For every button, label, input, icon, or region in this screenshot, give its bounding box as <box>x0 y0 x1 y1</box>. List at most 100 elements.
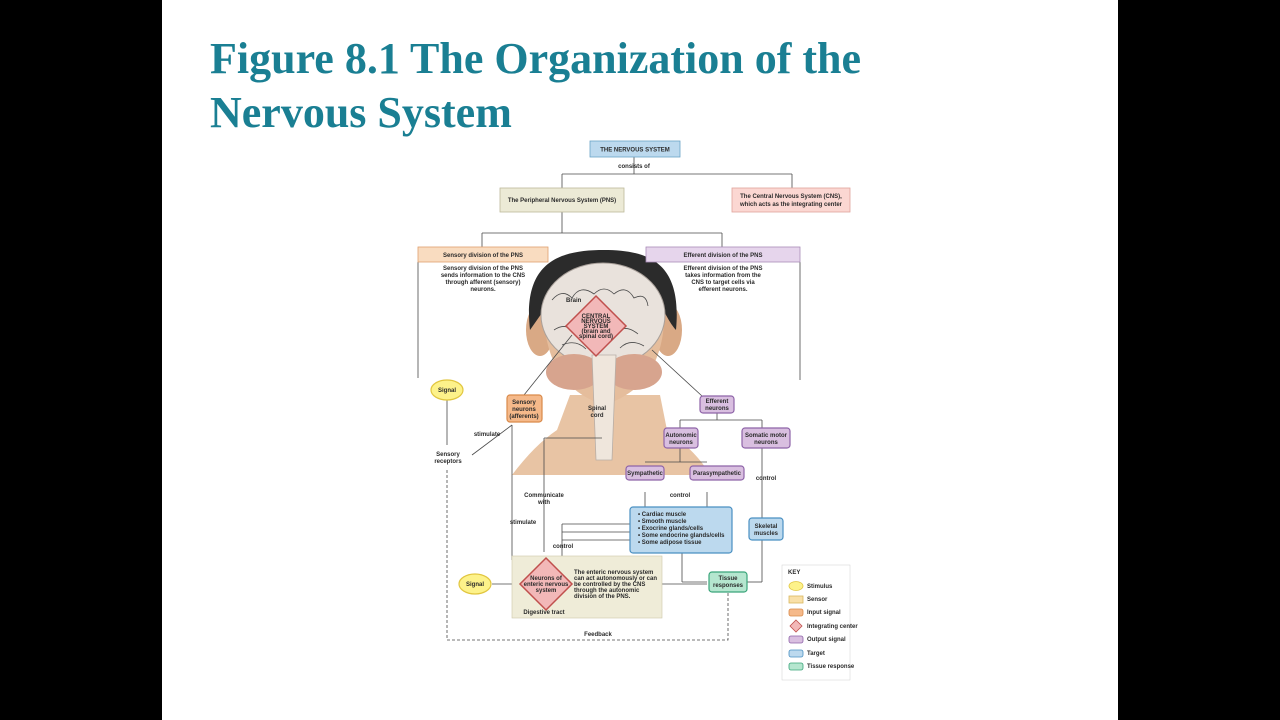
key-label-output-signal: Output signal <box>807 637 846 643</box>
sensory-receptors-box <box>428 448 468 466</box>
enteric-text-1: The enteric nervous system <box>574 570 653 576</box>
digestive-tract-label: Digestive tract <box>523 610 564 616</box>
somatic-motor-2: neurons <box>754 440 778 446</box>
sensory-neurons-2: neurons <box>512 407 536 413</box>
enteric-text-4: through the autonomic <box>574 588 640 594</box>
cns-label-line-2: which acts as the integrating center <box>739 202 843 208</box>
enteric-neurons-2: enteric nervous <box>524 582 569 588</box>
cns-label-line-1: The Central Nervous System (CNS), <box>740 194 842 200</box>
somatic-motor-neurons-box <box>741 427 791 449</box>
key-label-input-signal: Input signal <box>807 610 841 616</box>
sympathetic-box <box>625 465 665 481</box>
skeletal-muscles-2: muscles <box>754 531 779 537</box>
autonomic-neurons-box <box>663 427 699 449</box>
skeletal-muscles-1: Skeletal <box>755 524 778 530</box>
key-swatch-output-signal <box>788 635 804 644</box>
efferent-division-header <box>645 246 801 263</box>
autonomic-neurons-2: neurons <box>669 440 693 446</box>
target-4: • Some endocrine glands/cells <box>638 533 725 539</box>
sensory-division-title: Sensory division of the PNS <box>443 253 523 259</box>
autonomic-neurons-1: Autonomic <box>665 433 697 439</box>
enteric-text-5: division of the PNS. <box>574 594 631 600</box>
key-label-sensor: Sensor <box>807 597 828 603</box>
skeletal-muscles-box <box>748 517 784 541</box>
cns-integrating-diamond <box>564 294 628 358</box>
enteric-neurons-3: system <box>536 588 557 594</box>
enteric-text-3: be controlled by the CNS <box>574 582 645 588</box>
target-3: • Exocrine glands/cells <box>638 526 704 532</box>
cns-center-2: NERVOUS <box>581 319 611 325</box>
efferent-division-text-4: efferent neurons. <box>698 287 747 293</box>
cns-box <box>731 187 851 213</box>
control-label-1: control <box>670 493 691 499</box>
communicate-with-2: with <box>537 500 550 506</box>
tissue-responses-box <box>708 571 748 593</box>
consists-of-label: consists of <box>618 164 651 170</box>
pns-box <box>499 187 625 213</box>
tissue-responses-1: Tissue <box>719 576 739 582</box>
parasympathetic-label: Parasympathetic <box>693 471 742 477</box>
title-line-1: Figure 8.1 The Organization of the <box>210 34 862 83</box>
key-title: KEY <box>788 570 800 576</box>
efferent-division-text-1: Efferent division of the PNS <box>683 266 762 272</box>
cns-center-3: SYSTEM <box>584 324 609 330</box>
key-swatch-input-signal <box>788 608 804 617</box>
pns-label: The Peripheral Nervous System (PNS) <box>508 198 616 204</box>
sensory-division-header <box>417 246 549 263</box>
sensory-neurons-1: Sensory <box>512 400 536 406</box>
sensory-receptors-2: receptors <box>434 459 462 465</box>
target-2: • Smooth muscle <box>638 519 687 525</box>
enteric-neurons-1: Neurons of <box>530 576 563 582</box>
efferent-division-text-2: takes information from the <box>685 273 761 279</box>
nervous-system-label: THE NERVOUS SYSTEM <box>600 148 670 154</box>
stimulate-label-1: stimulate <box>474 432 501 438</box>
brain-label: Brain <box>566 298 582 304</box>
enteric-text-2: can act autonomously or can <box>574 576 657 582</box>
signal-stimulus-top <box>430 379 464 401</box>
stimulate-label-2: stimulate <box>510 520 537 526</box>
slide: Figure 8.1 The Organization of the Nervo… <box>162 0 1118 720</box>
spinal-cord-label-2: cord <box>590 413 603 419</box>
control-label-2: control <box>756 476 777 482</box>
efferent-division-title: Efferent division of the PNS <box>683 253 762 259</box>
efferent-division-text-3: CNS to target cells via <box>691 280 755 286</box>
sensory-division-text-2: sends information to the CNS <box>441 273 525 279</box>
sensory-division-text-1: Sensory division of the PNS <box>443 266 523 272</box>
sympathetic-label: Sympathetic <box>627 471 663 477</box>
legend-key: KEY Stimulus Sensor Input signal Integra… <box>781 564 858 681</box>
parasympathetic-box <box>689 465 745 481</box>
signal-label-top: Signal <box>438 388 456 394</box>
key-swatch-stimulus <box>788 581 804 591</box>
sensory-neurons-3: (afferents) <box>509 414 538 420</box>
key-label-stimulus: Stimulus <box>807 584 833 590</box>
communicate-with-1: Communicate <box>524 493 564 499</box>
tissue-responses-2: responses <box>713 583 744 589</box>
sensory-neurons-box <box>506 394 543 423</box>
connector-lines <box>417 157 801 641</box>
sensory-receptors-1: Sensory <box>436 452 460 458</box>
control-label-3: control <box>553 544 574 550</box>
sensory-division-text-4: neurons. <box>470 287 496 293</box>
cns-center-5: spinal cord) <box>579 334 613 340</box>
efferent-neurons-2: neurons <box>705 406 729 412</box>
efferent-neurons-1: Efferent <box>706 399 729 405</box>
nervous-system-diagram: THE NERVOUS SYSTEM consists of The Perip… <box>417 140 858 681</box>
key-swatch-sensor <box>788 595 804 604</box>
sensory-division-text-3: through afferent (sensory) <box>445 280 520 286</box>
key-swatch-tissue-response <box>788 662 804 671</box>
feedback-label: Feedback <box>584 632 612 638</box>
key-label-target: Target <box>807 651 825 657</box>
signal-label-bottom: Signal <box>466 582 484 588</box>
title-line-2: Nervous System <box>210 88 512 137</box>
signal-stimulus-bottom <box>458 573 492 595</box>
spinal-cord-label-1: Spinal <box>588 406 606 412</box>
efferent-neurons-box <box>699 395 735 414</box>
nervous-system-box <box>589 140 681 158</box>
key-label-tissue-response: Tissue response <box>807 664 855 670</box>
key-swatch-integrating-center <box>789 619 803 633</box>
enteric-integrating-diamond <box>518 556 574 612</box>
somatic-motor-1: Somatic motor <box>745 433 788 439</box>
cns-center-1: CENTRAL <box>582 314 611 320</box>
target-1: • Cardiac muscle <box>638 512 687 518</box>
key-swatch-target <box>788 649 804 658</box>
